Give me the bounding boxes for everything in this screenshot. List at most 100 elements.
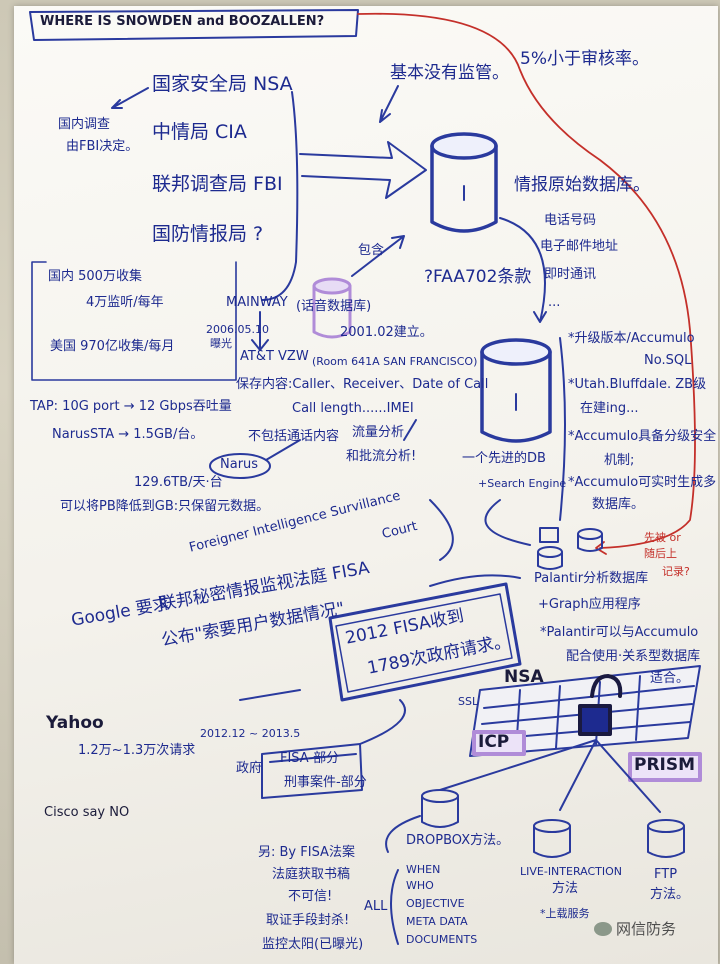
nsa-label: NSA: [504, 667, 544, 687]
db2-item-3: *Utah.Bluffdale. ZB级: [568, 377, 707, 392]
built-label: 2001.02建立。: [340, 325, 433, 340]
db1-label: 情报原始数据库。: [514, 175, 650, 195]
title-frame: [29, 9, 359, 41]
db1-item-im: 即时通讯: [544, 267, 597, 282]
red-note-3: 记录?: [662, 565, 690, 578]
bottom-note-1: 另: By FISA法案: [258, 845, 355, 860]
watermark-text: 网信防务: [616, 920, 677, 938]
collection-line-4: 流量分析: [352, 425, 405, 440]
no-oversight-note: 基本没有监管。: [390, 63, 509, 83]
db2-item-1: *升级版本/Accumulo: [568, 331, 695, 346]
mainway-action: 曝光: [210, 337, 232, 350]
agency-dia: 国防情报局 ?: [152, 223, 264, 245]
live-label-2: 方法: [552, 881, 579, 896]
palantir-line-2: +Graph应用程序: [538, 597, 641, 612]
list-when: WHEN: [406, 863, 441, 876]
yahoo-label: Yahoo: [46, 713, 104, 733]
db1-item-email: 电子邮件地址: [540, 239, 619, 254]
db2-label: 一个先进的DB: [462, 451, 546, 466]
yahoo-period: 2012.12 ~ 2013.5: [200, 727, 301, 740]
audit-rate-note: 5%小于审核率。: [520, 49, 649, 69]
search-engine-label: +Search Engine: [478, 477, 567, 490]
collection-line-5: 和批流分析!: [346, 449, 417, 464]
db1-item-more: ...: [548, 295, 561, 310]
att-label: AT&T VZW: [240, 349, 309, 364]
palantir-cylinders: [537, 527, 603, 570]
narus-oval: [209, 453, 271, 479]
collection-line-2: Call length......IMEI: [292, 401, 414, 416]
mainway-label: MAINWAY: [226, 295, 288, 310]
yahoo-fisa: FISA-部分: [280, 751, 340, 766]
agency-fbi: 联邦调查局 FBI: [152, 173, 283, 195]
wechat-icon: [594, 921, 612, 936]
tap-label: TAP: 10G port → 12 Gbps吞吐量: [30, 399, 232, 414]
mainway-cylinder: [312, 277, 352, 339]
agency-cia: 中情局 CIA: [152, 121, 247, 143]
collection-line-1: 保存内容:Caller、Receiver、Date of Call: [236, 377, 489, 392]
ftp-cylinder: [647, 819, 685, 858]
faa-702-label: ?FAA702条款: [424, 267, 532, 287]
dropbox-cylinder: [421, 789, 459, 828]
bottom-note-5: 监控太阳(已曝光): [262, 937, 364, 952]
mainway-subtitle: (话音数据库): [296, 299, 372, 314]
live-cylinder: [533, 819, 571, 858]
bottom-note-3: 不可信!: [288, 889, 333, 904]
ftp-label: FTP: [654, 867, 678, 882]
palantir-line-5: 适合。: [650, 671, 690, 686]
upload-label: *上载服务: [540, 907, 590, 920]
narus-sta-label: NarusSTA → 1.5GB/台。: [52, 427, 204, 442]
db2-cylinder: [480, 338, 552, 443]
ftp-label-2: 方法。: [650, 887, 690, 902]
db2-item-5: *Accumulo具备分级安全: [568, 429, 717, 444]
db2-item-4: 在建ing...: [580, 401, 639, 416]
cisco-label: Cisco say NO: [44, 805, 130, 820]
accumulo-realtime: *Accumulo可实时生成多: [568, 475, 717, 490]
contains-label: 包含: [358, 243, 385, 258]
yahoo-requests: 1.2万~1.3万次请求: [78, 743, 196, 758]
all-label: ALL: [364, 899, 388, 914]
collection-line-3: 不包括通话内容: [248, 429, 340, 444]
padlock: [578, 674, 623, 736]
yahoo-gov: 政府: [236, 761, 263, 776]
narus-label: Narus: [220, 457, 259, 472]
watermark: 网信防务: [594, 918, 676, 939]
db1-item-phone: 电话号码: [544, 213, 597, 228]
db2-item-2: No.SQL: [644, 353, 692, 368]
domestic-note-1: 国内调查: [58, 117, 111, 132]
db2-item-6: 机制;: [604, 453, 635, 468]
fisa-box: [328, 582, 522, 702]
agency-nsa: 国家安全局 NSA: [152, 73, 293, 95]
page-title: WHERE IS SNOWDEN and BOOZALLEN?: [40, 14, 325, 29]
arrow-to-db1: [299, 141, 427, 199]
list-documents: DOCUMENTS: [406, 933, 478, 946]
palantir-line-4: 配合使用·关系型数据库: [566, 649, 701, 664]
yahoo-box: [261, 743, 363, 799]
list-metadata: META DATA: [406, 915, 468, 928]
paper-sheet: [14, 6, 718, 964]
room-label: (Room 641A SAN FRANCISCO): [312, 355, 478, 368]
prism-label: PRISM: [634, 755, 696, 775]
pb-label: 可以将PB降低到GB:只保留元数据。: [60, 499, 270, 514]
ssl-label: SSL: [458, 695, 479, 708]
palantir-line-3: *Palantir可以与Accumulo: [540, 625, 699, 640]
red-line: [357, 12, 696, 549]
icp-label: ICP: [478, 732, 510, 752]
stat-domestic-2: 4万监听/每年: [86, 295, 164, 310]
bottom-note-2: 法庭获取书稿: [272, 867, 351, 882]
palantir-line-1: Palantir分析数据库: [534, 571, 649, 586]
mainway-date: 2006.05.10: [206, 323, 269, 336]
stat-domestic-1: 国内 500万收集: [48, 269, 142, 284]
yahoo-criminal: 刑事案件-部分: [284, 775, 367, 790]
stats-box: [31, 261, 237, 381]
live-label: LIVE-INTERACTION: [520, 865, 623, 878]
rate-label: 129.6TB/天·台: [134, 475, 223, 490]
bottom-note-4: 取证手段封杀!: [266, 913, 350, 928]
domestic-note-2: 由FBI决定。: [66, 139, 139, 154]
dropbox-label: DROPBOX方法。: [406, 833, 510, 848]
red-note-2: 随后上: [644, 547, 677, 560]
list-objective: OBJECTIVE: [406, 897, 465, 910]
red-note-1: 先被 or: [644, 531, 681, 544]
db1-cylinder: [430, 132, 498, 233]
